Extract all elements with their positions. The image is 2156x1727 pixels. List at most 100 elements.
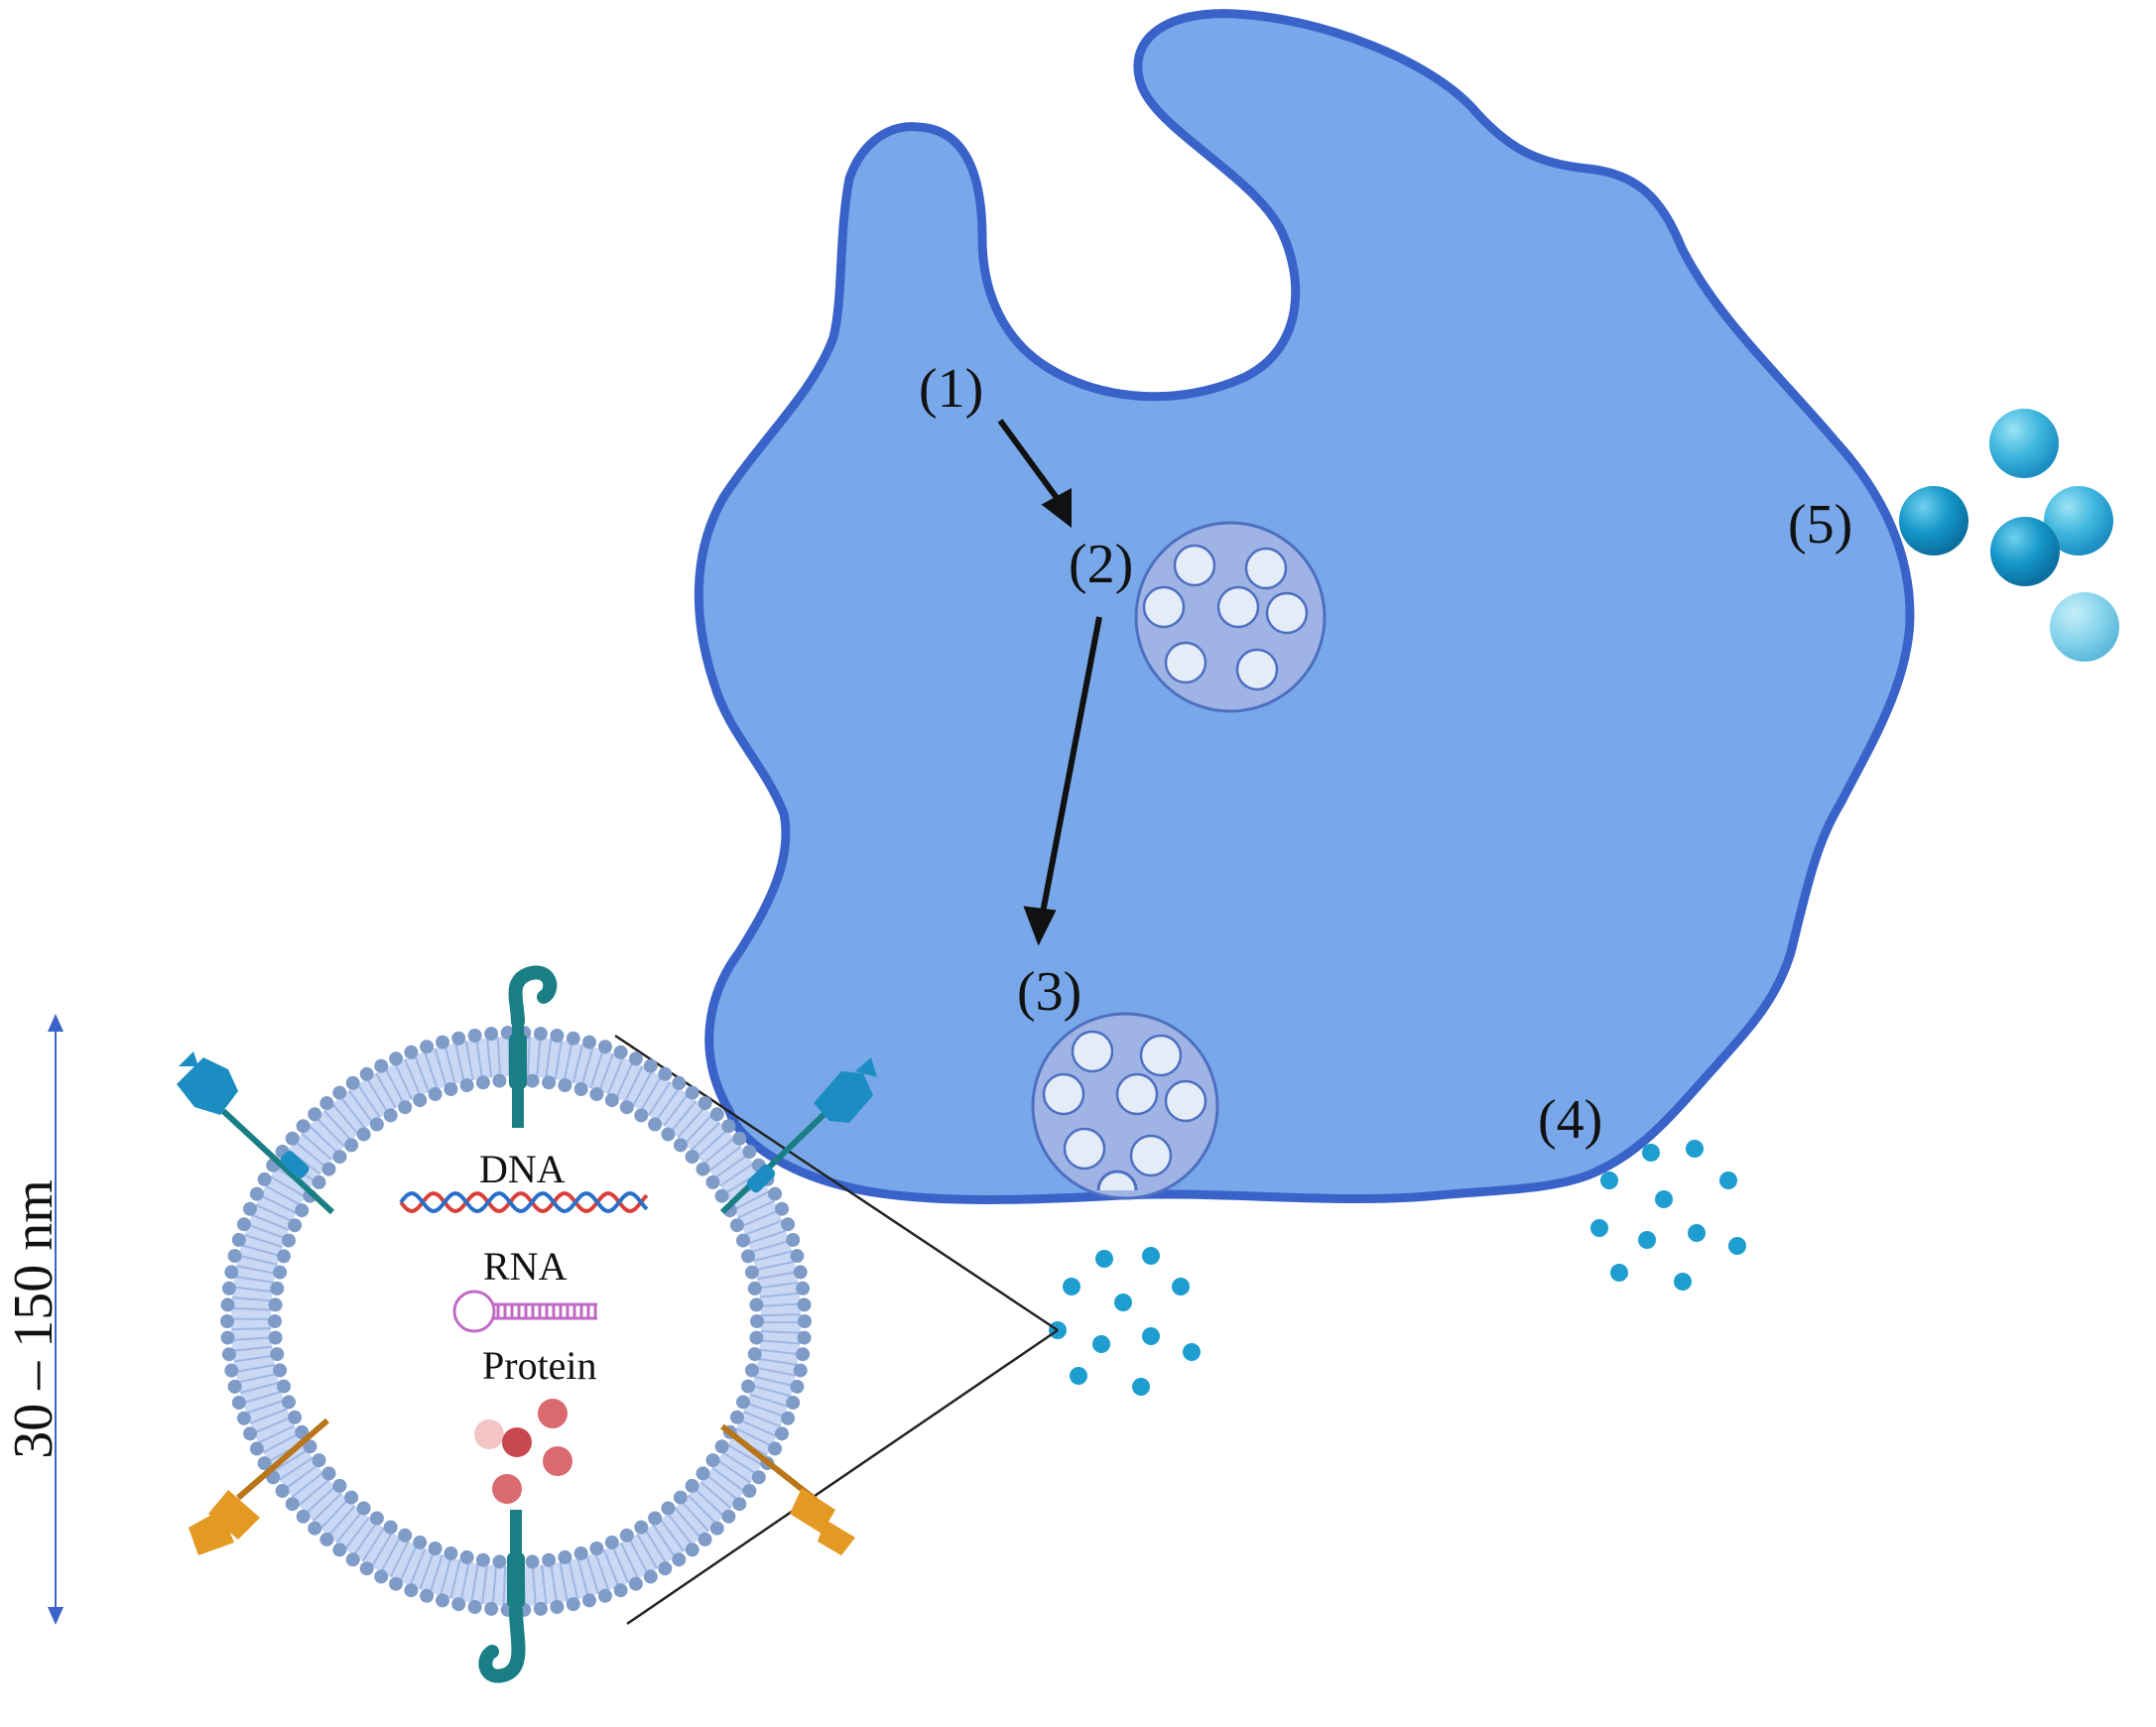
phospholipid-head: [604, 1093, 619, 1108]
phospholipid-head: [295, 1203, 310, 1218]
phospholipid-head: [796, 1347, 811, 1362]
phospholipid-head: [566, 1031, 580, 1046]
multivesicular-body-2: [1134, 521, 1327, 713]
microvesicle: [2050, 592, 2119, 662]
phospholipid-head: [383, 1108, 398, 1123]
phospholipid-head: [741, 1379, 755, 1394]
small-vesicle: [1092, 1335, 1110, 1353]
lipid-bilayer-tails-dashes: [231, 1037, 801, 1606]
intraluminal-vesicle: [1216, 585, 1260, 629]
phospholipid-head: [721, 1119, 736, 1134]
phospholipid-head: [798, 1314, 812, 1328]
phospholipid-head: [685, 1150, 699, 1165]
process-arrows: [997, 419, 1102, 946]
phospholipid-head: [332, 1085, 347, 1100]
phospholipid-head: [303, 1439, 317, 1454]
phospholipid-head: [288, 1410, 303, 1424]
phospholipid-head: [236, 1411, 251, 1425]
phospholipid-head: [344, 1138, 359, 1153]
phospholipid-head: [444, 1546, 458, 1560]
phospholipid-head: [236, 1217, 251, 1232]
phospholipid-head: [643, 1058, 658, 1073]
phospholipid-head: [398, 1528, 413, 1542]
phospholipid-head: [321, 1162, 336, 1176]
phospholipid-head: [277, 1249, 291, 1264]
phospholipid-head: [444, 1082, 458, 1096]
arrow-step1-to-step2: [997, 419, 1063, 504]
phospholipid-head: [321, 1466, 336, 1481]
phospholipid-head: [257, 1456, 272, 1471]
phospholipid-head: [467, 1029, 482, 1043]
phospholipid-head: [558, 1549, 572, 1564]
phospholipid-head: [714, 1439, 729, 1454]
phospholipid-head: [295, 1424, 310, 1439]
intraluminal-vesicle: [1244, 547, 1288, 590]
phospholipid-head: [249, 1186, 264, 1201]
phospholipid-head: [781, 1411, 796, 1425]
microvesicle: [1899, 486, 1968, 555]
phospholipid-head: [658, 1561, 673, 1576]
phospholipid-head: [413, 1535, 428, 1549]
phospholipid-head: [243, 1426, 257, 1441]
phospholipid-head: [221, 1347, 236, 1362]
phospholipid-head: [768, 1441, 783, 1456]
phospholipid-head: [308, 1107, 322, 1122]
phospholipid-head: [775, 1201, 789, 1216]
exosome-lumen: [278, 1083, 754, 1559]
phospholipid-head: [275, 1484, 290, 1498]
phospholipid-head: [332, 1478, 347, 1493]
phospholipid-head: [634, 1108, 649, 1123]
phospholipid-head: [696, 1466, 710, 1481]
small-vesicle: [1719, 1172, 1737, 1189]
phospholipid-head: [749, 1297, 764, 1312]
small-vesicle: [1600, 1172, 1618, 1189]
phospholipid-head: [582, 1593, 596, 1608]
phospholipid-head: [589, 1542, 604, 1555]
phospholipid-head: [221, 1281, 236, 1295]
phospholipid-head: [643, 1569, 658, 1584]
phospholipid-head: [484, 1601, 499, 1616]
intraluminal-vesicle: [1063, 1127, 1106, 1171]
step-label-4: (4): [1538, 1089, 1602, 1151]
phospholipid-head: [732, 1131, 747, 1146]
phospholipid-head: [749, 1330, 764, 1345]
blue-receptor-upper-right: [719, 1057, 877, 1215]
phospholipid-head: [227, 1379, 242, 1394]
phospholipid-head: [220, 1314, 234, 1328]
phospholipid-head: [231, 1396, 246, 1410]
phospholipid-head: [751, 1470, 766, 1485]
phospholipid-head: [389, 1051, 404, 1066]
phospholipid-head: [492, 1554, 507, 1569]
phospholipid-head: [420, 1588, 435, 1603]
phospholipid-head: [436, 1593, 449, 1608]
step-label-5: (5): [1788, 494, 1852, 555]
phospholipid-head: [268, 1297, 283, 1312]
phospholipid-head: [613, 1045, 628, 1059]
phospholipid-head: [582, 1035, 596, 1049]
phospholipid-head: [736, 1233, 750, 1248]
phospholipid-head: [661, 1501, 676, 1516]
phospholipid-head: [597, 1040, 612, 1054]
phospholipid-head: [398, 1100, 413, 1115]
phospholipid-head: [459, 1549, 474, 1564]
small-vesicle: [1590, 1219, 1608, 1237]
intraluminal-vesicle: [1071, 1030, 1114, 1073]
phospholipid-head: [288, 1218, 303, 1233]
inner-leaflet: [268, 1073, 764, 1569]
phospholipid-head: [231, 1233, 246, 1247]
dna-helix-icon: [399, 1191, 649, 1213]
small-vesicle: [1728, 1237, 1746, 1255]
phospholipid-head: [732, 1497, 747, 1512]
step-label-3: (3): [1017, 961, 1081, 1023]
phospholipid-head: [356, 1127, 371, 1142]
phospholipid-head: [714, 1188, 729, 1203]
phospholipid-head: [673, 1138, 688, 1153]
phospholipid-head: [685, 1085, 699, 1100]
phospholipid-head: [273, 1265, 288, 1280]
teal-receptor-top: [508, 965, 558, 1128]
blue-receptor-upper-left: [177, 1051, 335, 1215]
phospholipid-head: [224, 1265, 239, 1280]
phospholipid-head: [709, 1521, 724, 1536]
microvesicle: [1989, 409, 2059, 478]
